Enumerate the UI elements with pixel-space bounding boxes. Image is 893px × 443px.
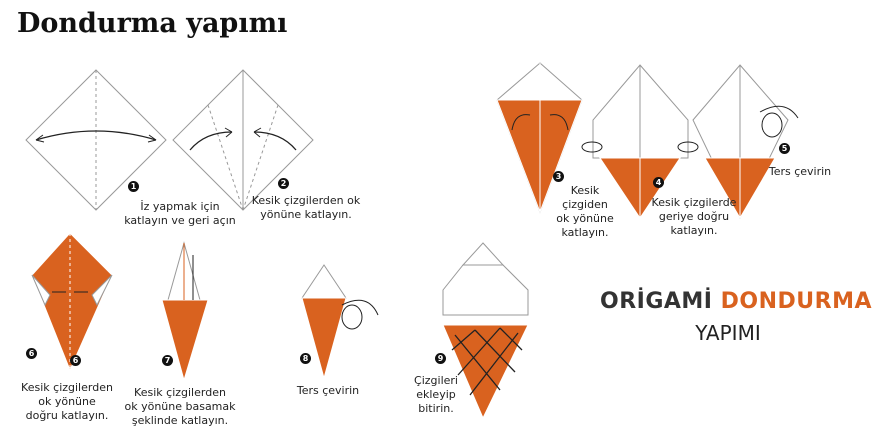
page-title: Dondurma yapımı — [17, 8, 288, 39]
step-1-number: 1 — [128, 181, 139, 192]
step-4-number: 4 — [653, 177, 664, 188]
step-2-number: 2 — [278, 178, 289, 189]
step-1-caption: İz yapmak için katlayın ve geri açın — [124, 200, 236, 227]
logo-subtitle: YAPIMI — [695, 321, 761, 345]
step-7-figure — [161, 241, 209, 382]
step-7-number: 7 — [162, 355, 173, 366]
step-9-figure — [442, 242, 529, 420]
step-3-figure — [496, 62, 583, 214]
logo-word-dondurma: DONDURMA — [720, 289, 873, 314]
step-6-figure — [31, 232, 113, 372]
step-6-number-inner: 6 — [70, 355, 81, 366]
step-8-figure — [301, 264, 379, 380]
step-6-caption: Kesik çizgilerden ok yönüne doğru katlay… — [21, 381, 113, 422]
step-8-caption: Ters çevirin — [296, 384, 360, 397]
step-5-number: 5 — [779, 143, 790, 154]
step-9-caption: Çizgileri ekleyip bitirin. — [414, 374, 458, 415]
logo-word-origami: ORİGAMİ — [600, 289, 713, 314]
step-1-figure — [25, 69, 167, 211]
step-4-caption: Kesik çizgilerde geriye doğru katlayın. — [651, 196, 737, 237]
step-4-figure — [581, 64, 699, 219]
step-2-figure — [172, 69, 314, 211]
step-5-figure — [692, 64, 799, 220]
logo-title: ORİGAMİ DONDURMA — [600, 289, 872, 314]
step-7-caption: Kesik çizgilerden ok yönüne basamak şekl… — [124, 386, 236, 427]
step-8-number: 8 — [300, 353, 311, 364]
step-5-caption: Ters çevirin — [768, 165, 832, 178]
step-2-caption: Kesik çizgilerden ok yönüne katlayın. — [251, 194, 361, 221]
step-3-caption: Kesik çizgiden ok yönüne katlayın. — [556, 184, 614, 239]
step-9-number: 9 — [435, 353, 446, 364]
step-6-number: 6 — [26, 348, 37, 359]
step-3-number: 3 — [553, 171, 564, 182]
